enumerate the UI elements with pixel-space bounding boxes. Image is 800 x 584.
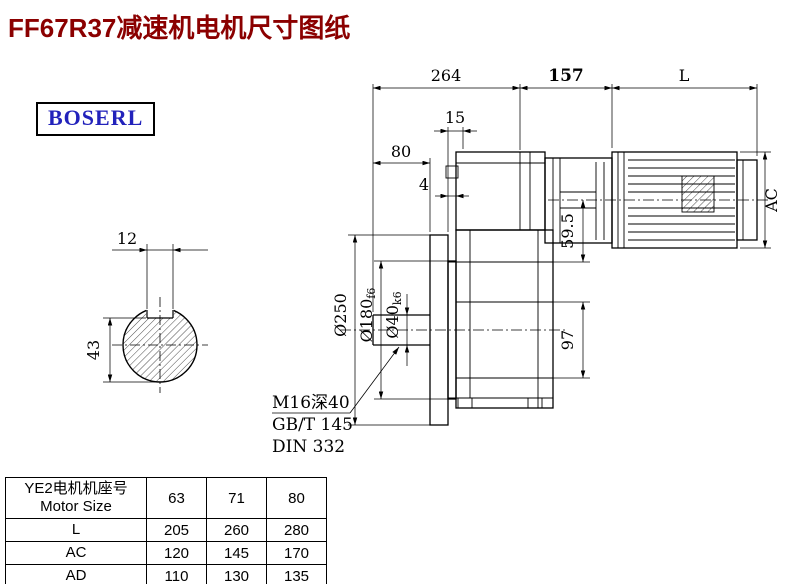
dim-key-height: 43 (84, 340, 103, 360)
dim-59-5: 59.5 (558, 213, 577, 249)
axis-centerlines (340, 199, 770, 331)
dim-4: 4 (419, 175, 429, 194)
keyway-dimensions (103, 244, 208, 383)
motor-size-table: YE2电机机座号 Motor Size 63 71 80 L 205 260 2… (5, 477, 327, 584)
dim-dia40-tol: k6 (391, 291, 404, 305)
cell-value: 145 (206, 541, 267, 565)
note-din: DIN 332 (272, 437, 345, 457)
brand-logo-text: BOSERL (48, 105, 144, 130)
housing-details (445, 152, 605, 409)
row-label: L (5, 518, 147, 542)
cell-value: 130 (206, 564, 267, 584)
input-head (455, 151, 546, 231)
dim-dia180: Ø180f6 (357, 288, 378, 343)
size-63: 63 (146, 477, 207, 519)
table-header-cell: YE2电机机座号 Motor Size (5, 477, 147, 519)
table-header-en: Motor Size (40, 498, 112, 515)
size-71: 71 (206, 477, 267, 519)
motor-nameplate (681, 175, 715, 213)
thread-note-leader (272, 346, 400, 414)
cell-value: 110 (146, 564, 207, 584)
dim-dia40-main: Ø40 (383, 305, 402, 338)
row-label: AC (5, 541, 147, 565)
dim-80: 80 (391, 142, 411, 161)
cell-value: 280 (266, 518, 327, 542)
motor-adapter (544, 157, 613, 244)
table-row-AC: AC 120 145 170 (5, 541, 327, 565)
dim-97: 97 (558, 330, 577, 350)
dim-AC: AC (762, 188, 781, 213)
dim-key-width: 12 (117, 229, 137, 248)
table-row-AD: AD 110 130 135 (5, 564, 327, 584)
dim-157: 157 (548, 66, 584, 86)
motor-details (617, 152, 744, 248)
note-thread: M16深40 (272, 393, 350, 413)
centerlines (112, 297, 208, 393)
gearbox-side-view (340, 151, 770, 426)
table-header-cn: YE2电机机座号 (24, 480, 128, 497)
brand-logo: BOSERL (36, 102, 156, 136)
dimension-lines (272, 84, 771, 426)
note-gbt: GB/T 145 (272, 415, 353, 435)
table-row-L: L 205 260 280 (5, 518, 327, 542)
shaft-end-view: 12 43 (84, 229, 208, 393)
dim-264: 264 (431, 66, 462, 85)
dim-dia180-main: Ø180 (357, 299, 376, 343)
row-label: AD (5, 564, 147, 584)
cell-value: 135 (266, 564, 327, 584)
cell-value: 205 (146, 518, 207, 542)
cell-value: 120 (146, 541, 207, 565)
size-80: 80 (266, 477, 327, 519)
page-title: FF67R37减速机电机尺寸图纸 (8, 13, 351, 43)
cell-value: 170 (266, 541, 327, 565)
dim-dia250: Ø250 (331, 293, 350, 337)
dim-15: 15 (445, 108, 465, 127)
table-header-row: YE2电机机座号 Motor Size 63 71 80 (5, 477, 327, 519)
cell-value: 260 (206, 518, 267, 542)
dim-dia40: Ø40k6 (383, 291, 404, 338)
dim-dia180-tol: f6 (365, 288, 378, 299)
dim-L: L (679, 66, 690, 85)
